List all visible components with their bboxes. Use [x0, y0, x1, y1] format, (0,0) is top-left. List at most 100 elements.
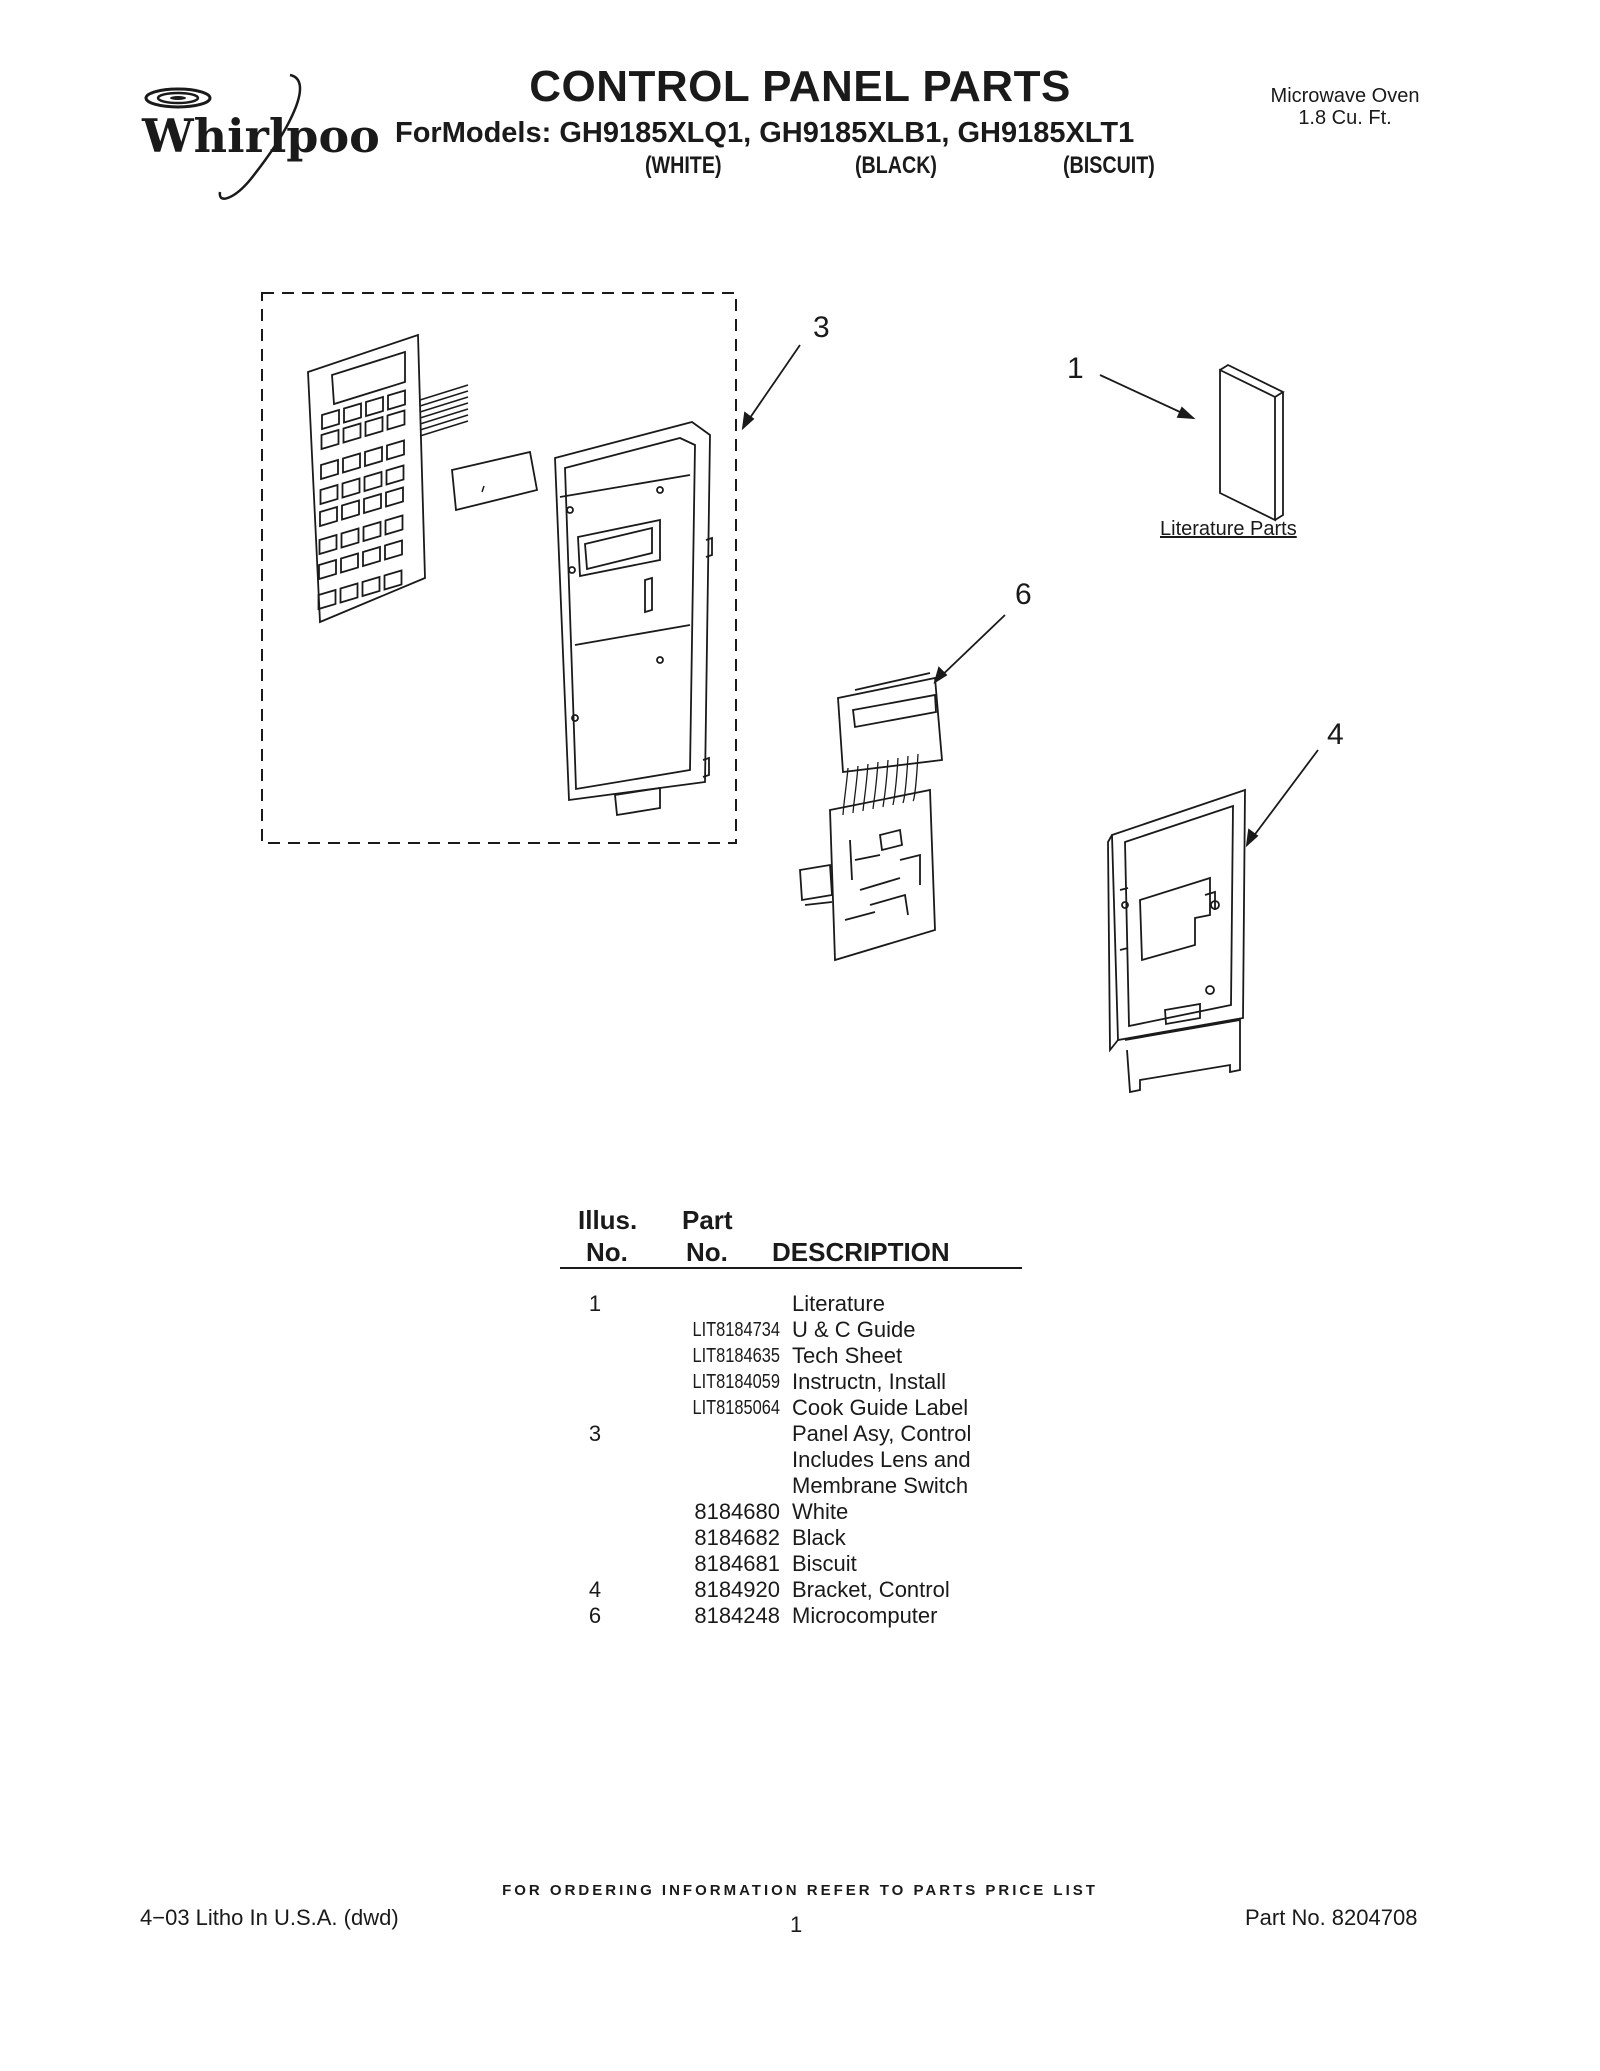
- callout-4: 4: [1327, 718, 1344, 751]
- keypad-key: [386, 409, 406, 431]
- header-description: DESCRIPTION: [772, 1237, 950, 1267]
- header-illus-line2: No.: [586, 1237, 628, 1267]
- part-number: LIT8184635: [692, 1345, 780, 1367]
- header-rule: [560, 1267, 1022, 1269]
- table-row: 6 8184248 Microcomputer: [560, 1603, 1020, 1629]
- part-description: Microcomputer: [792, 1603, 938, 1628]
- keypad-key: [361, 575, 381, 598]
- print-info: 4−03 Litho In U.S.A. (dwd): [140, 1905, 399, 1930]
- part-description: White: [792, 1499, 849, 1524]
- ribbon-wires: [842, 753, 919, 816]
- table-row: 1 Literature: [560, 1291, 1020, 1317]
- part-description: Membrane Switch: [792, 1473, 969, 1498]
- header-illus-line1: Illus.: [578, 1205, 638, 1235]
- table-row: Includes Lens and: [560, 1447, 1020, 1473]
- part-description: Instructn, Install: [792, 1369, 947, 1394]
- keypad-key: [363, 492, 382, 515]
- keypad-key: [384, 539, 403, 561]
- callout-6: 6: [1015, 578, 1032, 611]
- part-description: Tech Sheet: [792, 1343, 903, 1368]
- table-row: LIT8185064 Cook Guide Label: [560, 1395, 1020, 1421]
- product-capacity: 1.8 Cu. Ft.: [1298, 107, 1392, 129]
- keypad-key: [318, 558, 337, 581]
- keypad-key: [320, 458, 339, 481]
- control-bracket: [1107, 788, 1246, 1094]
- assembly-boundary: [261, 292, 737, 844]
- product-type: Microwave Oven: [1270, 85, 1420, 107]
- part-number: 8184682: [694, 1525, 780, 1550]
- ribbon-wire: [852, 765, 859, 814]
- keypad-key: [365, 395, 384, 418]
- table-row: 8184680 White: [560, 1499, 1020, 1525]
- illus-number: 1: [588, 1291, 602, 1316]
- document-part-number: Part No. 8204708: [1245, 1905, 1418, 1930]
- keypad-key: [383, 569, 403, 591]
- part-number: LIT8185064: [692, 1397, 780, 1419]
- ribbon-wire: [882, 759, 889, 808]
- model-numbers: ForModels: GH9185XLQ1, GH9185XLB1, GH918…: [395, 117, 1135, 149]
- table-row: LIT8184635 Tech Sheet: [560, 1343, 1020, 1369]
- ribbon-wire: [842, 767, 849, 816]
- keypad-key: [386, 439, 405, 461]
- illus-number: 3: [588, 1421, 602, 1446]
- part-number: 8184680: [694, 1499, 780, 1524]
- keypad-key: [317, 588, 337, 611]
- svg-text:Whirlpool: Whirlpool: [141, 109, 380, 163]
- keypad-key: [340, 552, 359, 574]
- control-panel-frame: [554, 421, 713, 817]
- part-description: Black: [792, 1525, 846, 1550]
- keypad-key: [319, 505, 338, 528]
- table-row: Membrane Switch: [560, 1473, 1020, 1499]
- callout-3: 3: [813, 311, 830, 344]
- keypad-key: [364, 415, 384, 438]
- part-number: LIT8184059: [692, 1371, 780, 1393]
- keypad-key: [339, 582, 359, 604]
- part-description: Cook Guide Label: [792, 1395, 969, 1420]
- part-description: Bracket, Control: [792, 1577, 950, 1602]
- table-row: LIT8184059 Instructn, Install: [560, 1369, 1020, 1395]
- table-row: 3 Panel Asy, Control: [560, 1421, 1020, 1447]
- part-description: Literature: [792, 1291, 885, 1316]
- variant-black: (BLACK): [855, 152, 937, 179]
- keypad-key: [319, 483, 339, 506]
- ribbon-wire: [912, 753, 919, 802]
- header-part-line2: No.: [686, 1237, 728, 1267]
- keypad-key: [342, 422, 362, 444]
- callout-leaders: [741, 344, 1319, 848]
- keypad-key: [318, 533, 338, 556]
- header-part-line1: Part: [682, 1205, 733, 1235]
- keypad-key: [385, 486, 404, 508]
- part-description: U & C Guide: [792, 1317, 916, 1342]
- literature-parts-caption: Literature Parts: [1160, 518, 1297, 540]
- part-number: 8184248: [694, 1603, 780, 1628]
- keypad-key: [321, 408, 340, 431]
- keypad-key: [364, 445, 383, 468]
- variant-biscuit: (BISCUIT): [1063, 152, 1155, 179]
- whirlpool-logo: Whirlpool: [141, 73, 380, 200]
- ribbon-connector: [419, 384, 469, 437]
- illus-number: 6: [588, 1603, 602, 1628]
- microcomputer-board: [799, 672, 943, 962]
- membrane-switch: [307, 333, 469, 624]
- keypad-key: [320, 428, 340, 451]
- part-number: 8184681: [694, 1551, 780, 1576]
- ribbon-wire: [862, 763, 869, 812]
- keypad-key: [341, 499, 360, 521]
- display-lens: [451, 450, 539, 512]
- keypad-key: [387, 389, 406, 411]
- page-number: 1: [790, 1912, 803, 1937]
- keypad-key: [340, 527, 360, 549]
- keypad-key: [385, 464, 405, 486]
- literature-booklet: [1219, 363, 1285, 522]
- part-description: Panel Asy, Control: [792, 1421, 972, 1446]
- keypad-key: [362, 520, 382, 543]
- part-number: 8184920: [694, 1577, 780, 1602]
- keypad-key: [362, 545, 381, 568]
- ribbon-wire: [902, 755, 909, 804]
- callout-1: 1: [1067, 352, 1084, 385]
- variant-white: (WHITE): [645, 152, 722, 179]
- keypad-key: [363, 470, 383, 493]
